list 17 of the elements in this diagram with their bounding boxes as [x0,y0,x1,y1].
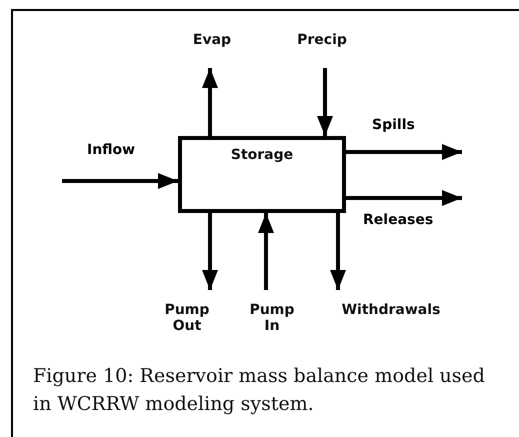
flow-arrow [202,68,218,136]
flow-label: Precip [296,32,348,48]
flow-arrow [317,68,333,136]
flow-label: Pump In [248,302,296,334]
flow-arrow [62,173,178,189]
flow-label: Withdrawals [340,302,442,318]
flow-arrow [330,213,346,290]
figure-caption: Figure 10: Reservoir mass balance model used in WCRRW modeling system. [33,364,486,417]
flow-arrow [346,190,462,206]
flow-arrow [202,213,218,290]
flow-arrow [346,144,462,160]
storage-label: Storage [230,147,294,163]
flow-label: Evap [192,32,232,48]
flow-label: Pump Out [164,302,210,334]
edge-label: Spills [371,117,416,133]
storage-box [178,136,346,213]
flow-arrow [258,213,274,290]
